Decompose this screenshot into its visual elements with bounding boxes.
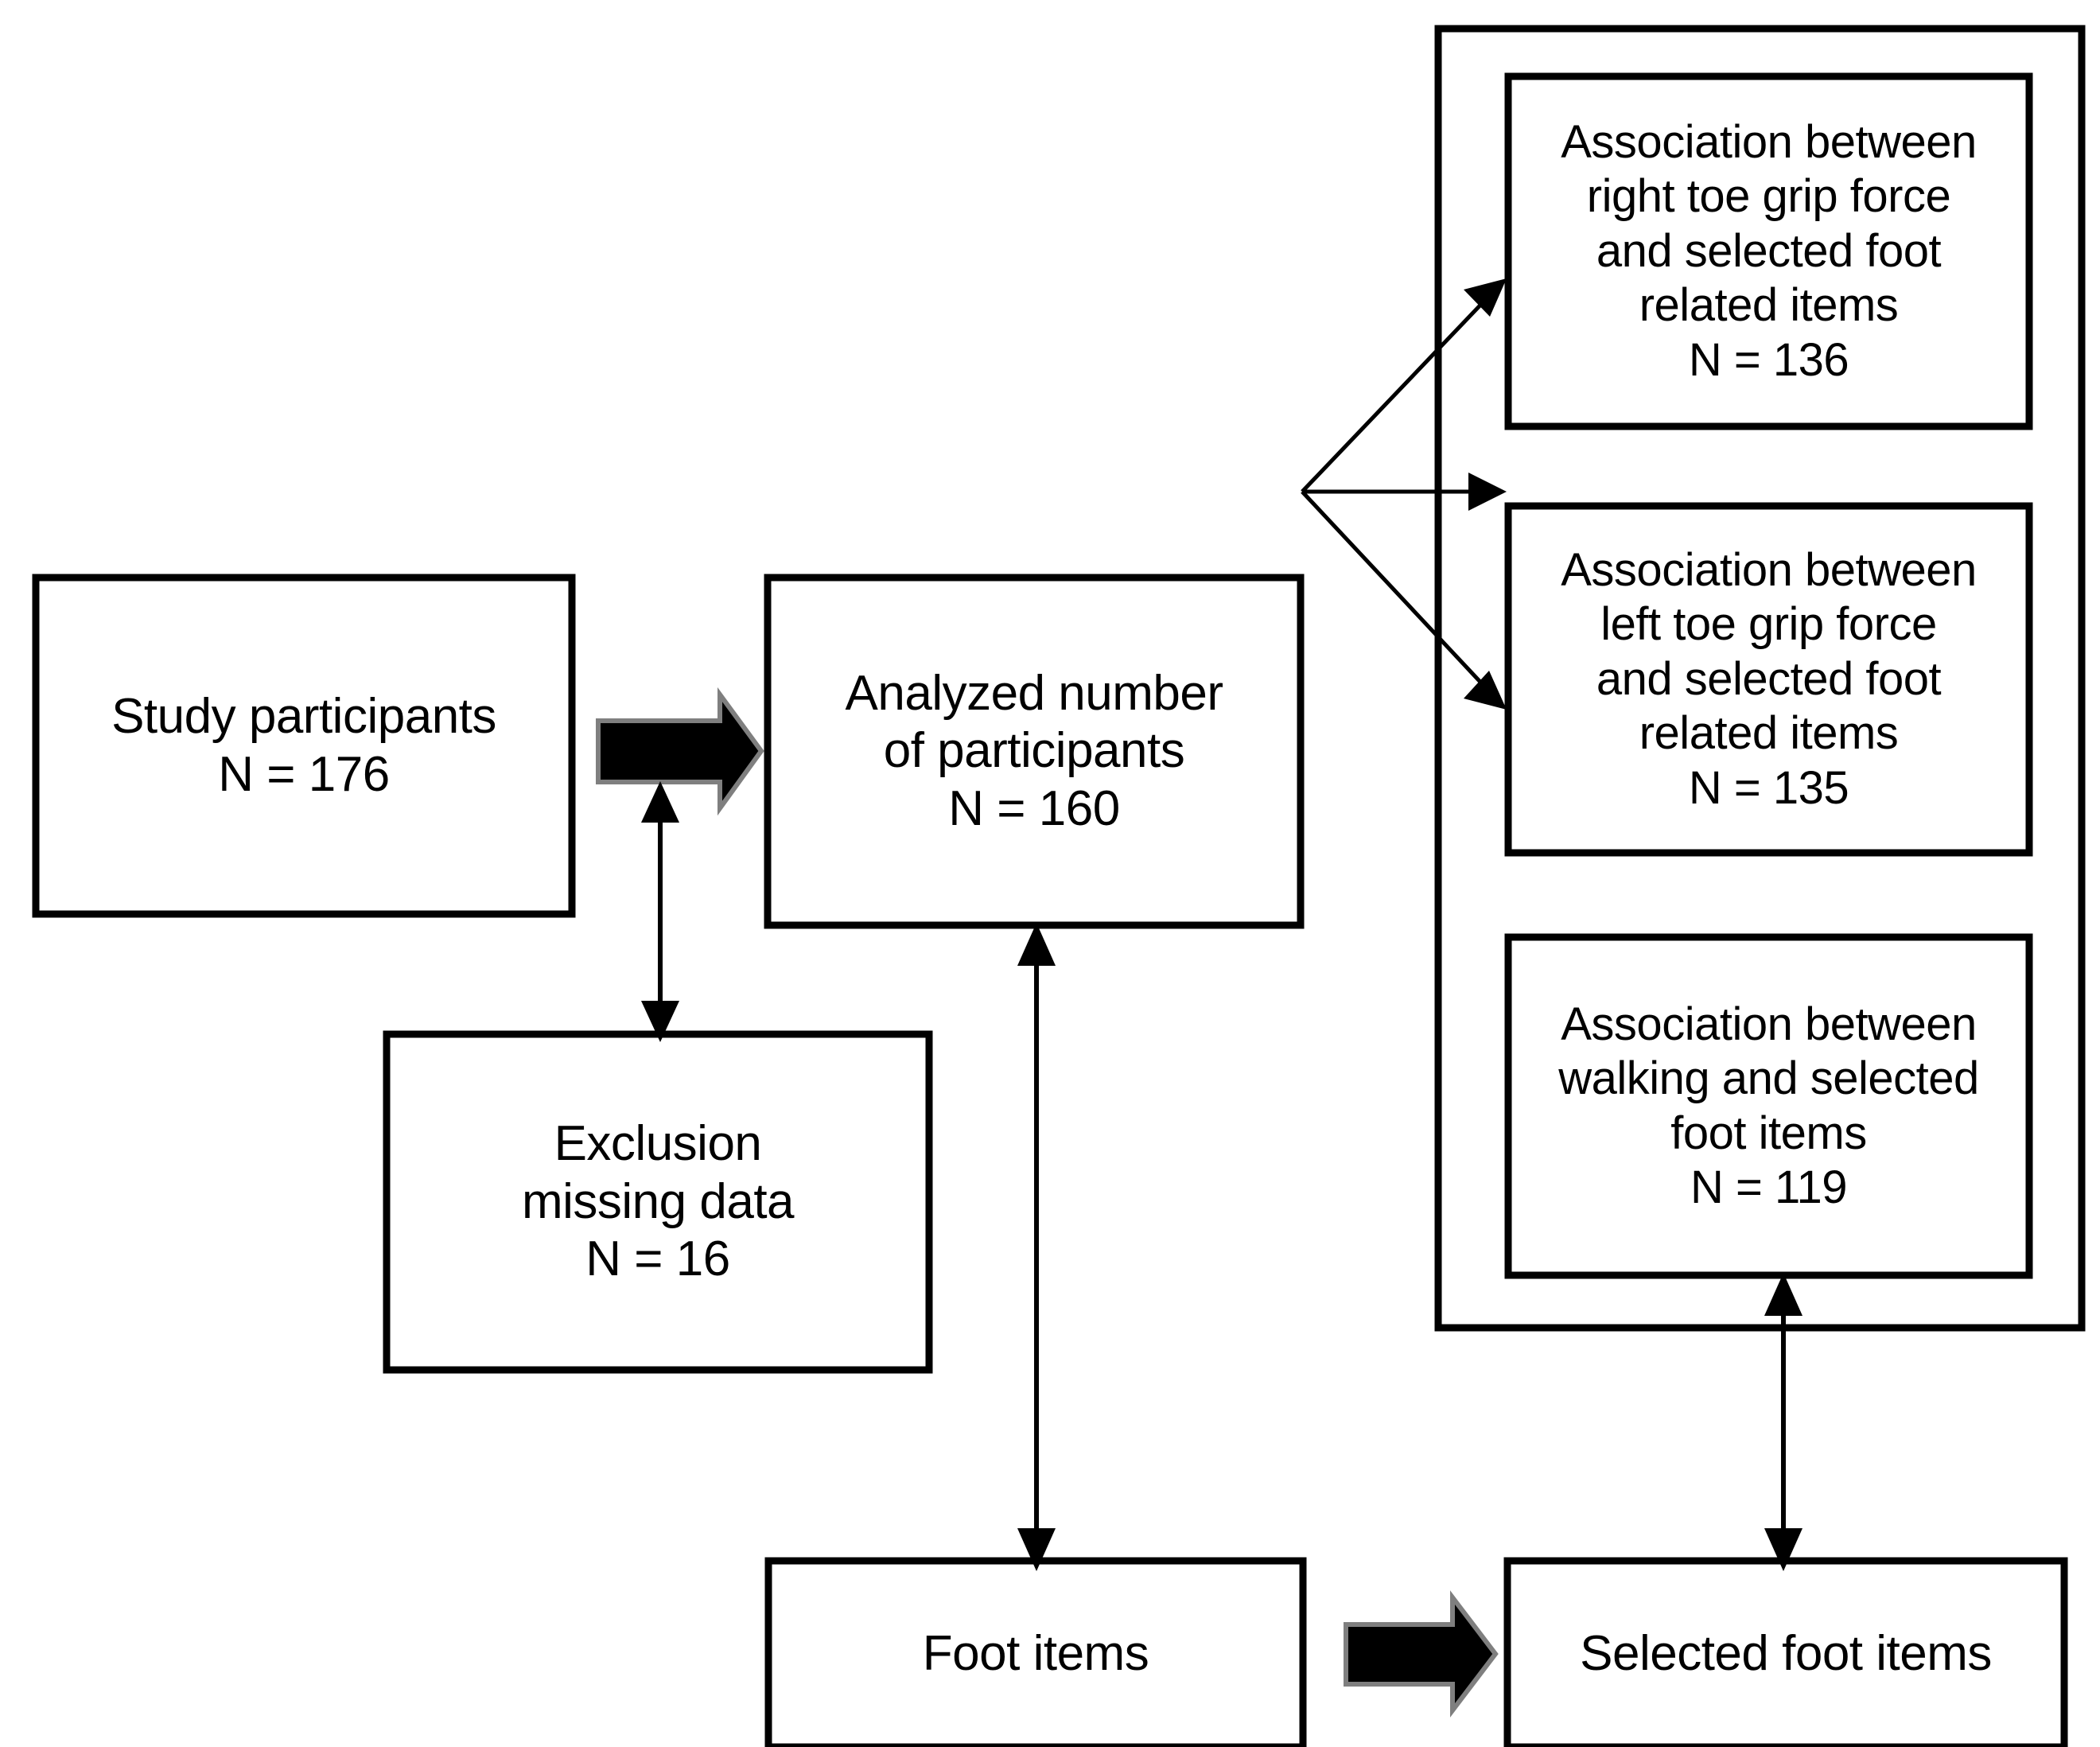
node-box-assoc-walking[interactable] — [1504, 933, 2033, 1279]
node-box-study-participants[interactable] — [32, 574, 576, 918]
arrowhead-to-assoc-left-toe — [1468, 473, 1507, 511]
block-arrow-study-to-analyzed — [596, 687, 764, 816]
connector-analyzed-walking-line — [1301, 490, 1491, 693]
arrowhead-up-to-analyzed-2 — [1017, 923, 1056, 966]
node-box-assoc-right-toe[interactable] — [1504, 72, 2033, 430]
arrowhead-down-to-foot-items — [1017, 1528, 1056, 1571]
arrowhead-to-assoc-walking — [1464, 671, 1507, 710]
arrowhead-up-to-assoc-walking — [1764, 1273, 1802, 1316]
associations-group-container — [1434, 25, 2086, 1332]
block-arrow-foot-items-to-selected — [1344, 1590, 1499, 1718]
connector-analyzed-right-toe-line — [1301, 294, 1491, 493]
node-box-assoc-left-toe[interactable] — [1504, 502, 2033, 857]
node-box-selected-foot-items[interactable] — [1503, 1557, 2068, 1747]
arrowhead-down-to-selected-foot-items — [1764, 1528, 1802, 1571]
arrowhead-down-to-exclusion — [641, 1001, 679, 1042]
node-box-analyzed-participants[interactable] — [764, 574, 1305, 929]
arrowhead-up-to-analyzed — [641, 781, 679, 823]
arrowhead-to-assoc-right-toe — [1464, 278, 1507, 317]
node-box-foot-items[interactable] — [764, 1557, 1307, 1747]
node-box-exclusion[interactable] — [383, 1030, 933, 1374]
